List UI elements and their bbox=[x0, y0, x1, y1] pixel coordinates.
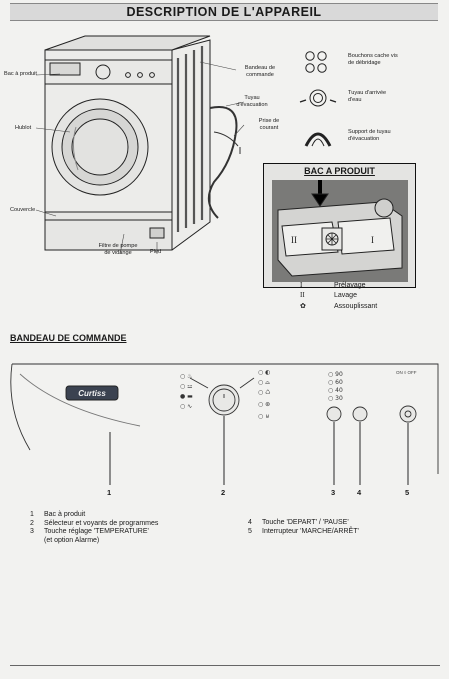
label-bouchons-l1: Bouchons cache vis bbox=[348, 53, 398, 59]
legend-label: Lavage bbox=[334, 292, 357, 299]
label-filtre-l2: de vidange bbox=[104, 249, 132, 256]
label-bouchons-l2: de débridage bbox=[348, 59, 381, 66]
svg-text:○ ∿: ○ ∿ bbox=[180, 403, 192, 410]
bac-title: BAC A PRODUIT bbox=[304, 166, 375, 176]
svg-text:● ▬: ● ▬ bbox=[180, 393, 193, 400]
label-tuyau-evac-l1: Tuyau bbox=[244, 95, 260, 101]
label-pied: Pied bbox=[150, 249, 162, 255]
legend-label: Prélavage bbox=[334, 282, 366, 289]
callout-number-5: 5 bbox=[405, 488, 410, 497]
washing-machine-illustration bbox=[35, 35, 337, 255]
svg-text:○ 60: ○ 60 bbox=[328, 379, 343, 386]
label-bandeau-l1: Bandeau de bbox=[244, 65, 276, 71]
footer-divider bbox=[10, 665, 440, 666]
callout-number-1: 1 bbox=[107, 488, 112, 497]
svg-text:○ 40: ○ 40 bbox=[328, 387, 343, 394]
label-filtre: Filtre de pompe de vidange bbox=[88, 243, 148, 256]
svg-text:○ ⊎: ○ ⊎ bbox=[258, 413, 270, 420]
label-filtre-l1: Filtre de pompe bbox=[98, 243, 138, 249]
flower-icon: ✿ bbox=[300, 303, 306, 310]
compartment-ii-label: II bbox=[291, 235, 297, 245]
label-support-l1: Support de tuyau bbox=[348, 129, 391, 135]
callout-number-4: 4 bbox=[357, 488, 362, 497]
label-hublot: Hublot bbox=[15, 125, 32, 131]
callout-number-2: 2 bbox=[221, 488, 226, 497]
svg-text:○ ♺: ○ ♺ bbox=[258, 389, 271, 396]
brand-logo: Curtiss bbox=[78, 389, 106, 398]
compartment-i-label: I bbox=[371, 235, 374, 245]
legend-row: ✿ Assouplissant bbox=[300, 302, 377, 310]
legend-label: Assouplissant bbox=[334, 303, 378, 310]
callout-number-3: 3 bbox=[331, 488, 336, 497]
label-tuyau-evac: Tuyau d'évacuation bbox=[232, 95, 272, 108]
control-panel-illustration: ○ ♨ ○ ⚍ ● ▬ ○ ∿ ○ ◐ ○ ⌓ ○ ♺ ○ ⊛ ○ ⊎ ○ 90○ 60… bbox=[10, 363, 439, 485]
bac-a-produit-box: BAC A PRODUIT II I bbox=[263, 163, 416, 288]
legend-symbol: II bbox=[300, 291, 305, 299]
label-prise: Prise de courant bbox=[252, 118, 286, 131]
onoff-label: ON ◊ OFF bbox=[396, 370, 417, 375]
label-bandeau-l2: commande bbox=[246, 71, 274, 78]
page-title: DESCRIPTION DE L'APPAREIL bbox=[10, 3, 438, 21]
label-support: Support de tuyau d'évacuation bbox=[348, 129, 391, 142]
svg-text:○ ◐: ○ ◐ bbox=[258, 369, 270, 376]
svg-text:○ 90: ○ 90 bbox=[328, 371, 343, 378]
label-bandeau: Bandeau de commande bbox=[232, 65, 288, 78]
svg-text:○ ⌓: ○ ⌓ bbox=[258, 379, 270, 386]
label-support-l2: d'évacuation bbox=[348, 135, 380, 142]
legend-row: I Prélavage bbox=[300, 281, 366, 289]
legend-symbol: I bbox=[300, 281, 303, 289]
detergent-drawer-illustration bbox=[272, 180, 408, 282]
label-couvercle: Couvercle bbox=[10, 207, 36, 213]
label-tuyau-evac-l2: d'évacuation bbox=[236, 101, 268, 108]
svg-text:○ ⊛: ○ ⊛ bbox=[258, 401, 270, 408]
legend-row: II Lavage bbox=[300, 291, 357, 299]
label-tuyau-arrivee-l1: Tuyau d'arrivée bbox=[348, 90, 387, 96]
label-prise-l2: courant bbox=[259, 124, 279, 131]
section-title-bandeau: BANDEAU DE COMMANDE bbox=[10, 333, 127, 343]
svg-text:○ 30: ○ 30 bbox=[328, 395, 343, 402]
svg-text:○ ♨: ○ ♨ bbox=[180, 373, 193, 380]
svg-text:○ ⚍: ○ ⚍ bbox=[180, 383, 193, 390]
label-bac-a-produit: Bac à produit bbox=[4, 71, 37, 77]
label-bouchons: Bouchons cache vis de débridage bbox=[348, 53, 398, 66]
label-tuyau-arrivee: Tuyau d'arrivée d'eau bbox=[348, 90, 386, 103]
label-prise-l1: Prise de bbox=[258, 118, 280, 124]
label-tuyau-arrivee-l2: d'eau bbox=[348, 96, 362, 103]
list-item: (et option Alarme) bbox=[44, 536, 100, 544]
